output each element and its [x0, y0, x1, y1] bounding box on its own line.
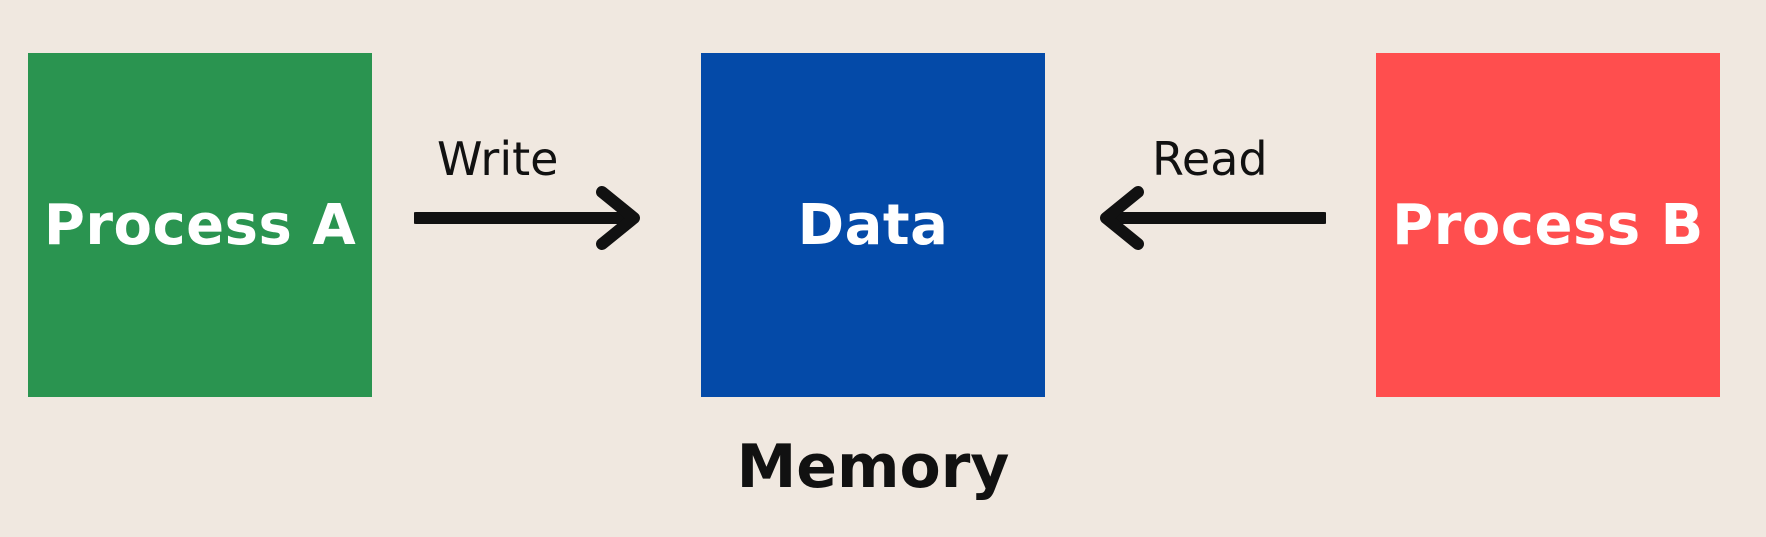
data-label: Data — [797, 192, 949, 258]
data-box: Data — [701, 53, 1045, 397]
process-b-box: Process B — [1376, 53, 1720, 397]
memory-label: Memory — [736, 432, 1010, 502]
process-a-label: Process A — [43, 192, 357, 258]
write-label: Write — [437, 132, 559, 186]
write-arrow — [414, 186, 640, 250]
read-label: Read — [1152, 132, 1268, 186]
read-arrow — [1100, 186, 1326, 250]
process-a-box: Process A — [28, 53, 372, 397]
process-b-label: Process B — [1392, 192, 1704, 258]
read-arrow-head — [1100, 186, 1144, 250]
write-arrow-head — [596, 186, 640, 250]
